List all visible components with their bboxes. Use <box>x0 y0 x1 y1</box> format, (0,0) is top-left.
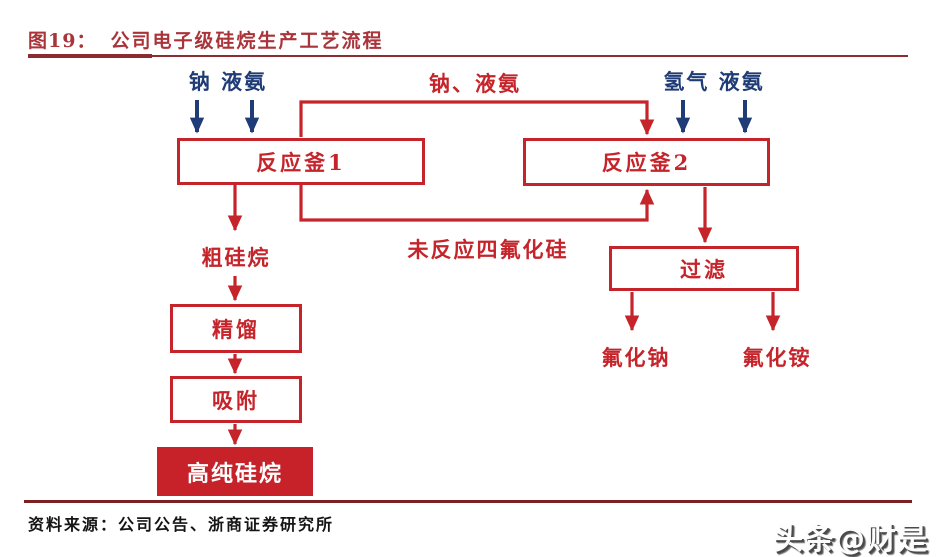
box-filter: 过滤 <box>609 246 799 291</box>
connector-reactor1-top-to-reactor2-top <box>299 100 655 137</box>
label-crude-silane: 粗硅烷 <box>201 245 271 270</box>
figure-number: 图19： <box>28 30 97 52</box>
connector-unreacted-sif4-to-reactor2 <box>299 184 655 222</box>
figure-title-text: 公司电子级硅烷生产工艺流程 <box>110 30 384 52</box>
box-product-high-purity-silane: 高纯硅烷 <box>157 447 313 496</box>
header-rule-accent <box>28 54 152 58</box>
feed-label-reactor2: 氢气 液氨 <box>663 69 765 94</box>
figure-header: 图19： 公司电子级硅烷生产工艺流程 <box>28 26 908 53</box>
feed-label-reactor1: 钠 液氨 <box>188 69 268 94</box>
source-note: 资料来源：公司公告、浙商证券研究所 <box>28 515 335 534</box>
feed-label-transfer: 钠、液氨 <box>429 71 521 96</box>
watermark-toutiao-caishi: 头条@财是 <box>773 522 928 557</box>
box-distillation: 精馏 <box>170 304 302 353</box>
footer-rule <box>24 500 912 503</box>
box-adsorption: 吸附 <box>170 376 302 423</box>
label-unreacted-sif4: 未反应四氟化硅 <box>407 237 569 262</box>
label-ammonium-fluoride: 氟化铵 <box>742 345 812 370</box>
box-reactor2: 反应釜2 <box>523 138 770 186</box>
box-reactor1: 反应釜1 <box>177 138 425 185</box>
label-sodium-fluoride: 氟化钠 <box>601 345 671 370</box>
header-rule <box>28 55 908 57</box>
